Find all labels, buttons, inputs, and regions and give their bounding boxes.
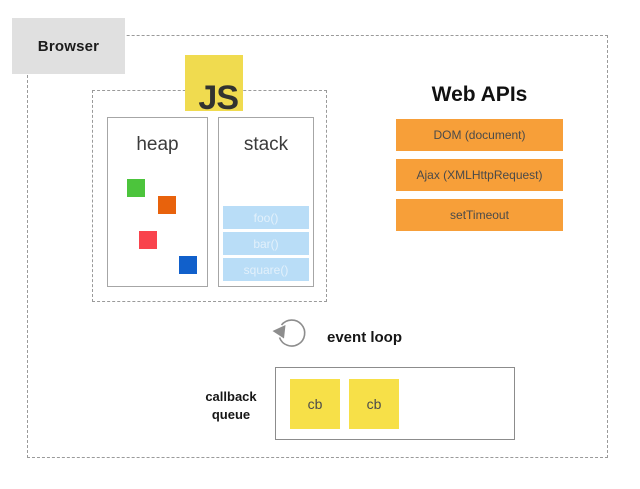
browser-label-text: Browser <box>37 37 100 55</box>
stack-frame: bar() <box>223 232 309 255</box>
heap-title: heap <box>136 134 179 155</box>
stack-panel: stack foo() bar() square() <box>218 117 314 287</box>
callback-item: cb <box>290 379 340 429</box>
callback-queue-box: cb cb <box>275 367 515 440</box>
heap-panel: heap <box>107 117 208 287</box>
circular-arrow-icon <box>270 314 314 354</box>
callback-queue-label: callback queue <box>193 388 269 423</box>
js-logo: JS <box>185 55 243 115</box>
heap-object-green <box>127 179 145 197</box>
heap-object-red <box>139 231 157 249</box>
callback-queue-label-line1: callback <box>205 389 257 404</box>
heap-object-orange <box>158 196 176 214</box>
stack-frame: foo() <box>223 206 309 229</box>
callback-queue-label-line2: queue <box>211 406 251 422</box>
browser-label: Browser <box>12 18 125 74</box>
stack-title: stack <box>243 134 289 155</box>
web-apis-title: Web APIs <box>431 83 528 106</box>
callback-item: cb <box>349 379 399 429</box>
event-loop-label: event loop <box>327 329 403 346</box>
web-api-ajax: Ajax (XMLHttpRequest) <box>396 159 563 191</box>
heap-object-blue <box>179 256 197 274</box>
stack-frame: square() <box>223 258 309 281</box>
web-api-settimeout: setTimeout <box>396 199 563 231</box>
web-api-dom: DOM (document) <box>396 119 563 151</box>
js-logo-text: JS <box>198 79 239 117</box>
browser-boundary <box>27 35 608 458</box>
stack-frame-list: foo() bar() square() <box>223 203 309 281</box>
